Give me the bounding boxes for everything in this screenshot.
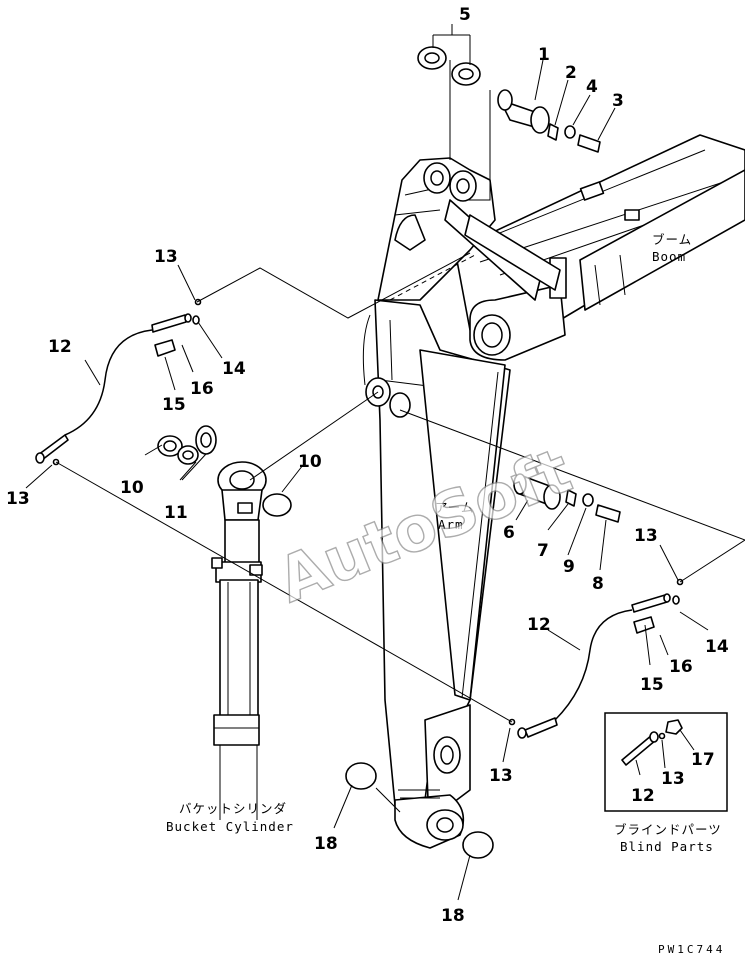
arm xyxy=(362,157,561,849)
callout-17: 17 xyxy=(691,750,715,770)
item-5-washers xyxy=(417,46,481,86)
callout-3: 3 xyxy=(612,91,624,111)
grease-hose-left xyxy=(35,298,202,466)
item-7-ring xyxy=(565,489,577,507)
callout-16a: 16 xyxy=(190,379,214,399)
item-8-bolt xyxy=(595,504,621,523)
callout-11: 11 xyxy=(164,503,188,523)
drawing-code: PW1C744 xyxy=(658,943,725,956)
label-blind-parts-en: Blind Parts xyxy=(620,839,714,854)
label-bucket-cylinder-en: Bucket Cylinder xyxy=(166,819,294,834)
callout-1: 1 xyxy=(538,45,550,65)
label-arm-en: Arm xyxy=(438,517,464,532)
callout-5: 5 xyxy=(459,5,471,25)
hidden-line xyxy=(389,254,476,301)
callout-12a: 12 xyxy=(48,337,72,357)
label-boom-en: Boom xyxy=(652,249,686,264)
callout-14a: 14 xyxy=(222,359,246,379)
callout-8: 8 xyxy=(592,574,604,594)
item-3-bolt xyxy=(577,134,601,153)
callout-10b: 10 xyxy=(298,452,322,472)
item-18-oring-left xyxy=(345,762,377,790)
item-10-washer-right xyxy=(262,493,292,517)
callout-7: 7 xyxy=(537,541,549,561)
callout-14b: 14 xyxy=(705,637,729,657)
callout-13a: 13 xyxy=(154,247,178,267)
label-boom-jp: ブーム xyxy=(652,232,692,247)
callout-18b: 18 xyxy=(441,906,465,926)
callout-13b: 13 xyxy=(6,489,30,509)
label-arm-jp: アーム xyxy=(435,500,474,515)
item-18-oring-right xyxy=(462,831,494,859)
callout-2: 2 xyxy=(565,63,577,83)
callout-numbers: 5 1 2 4 3 13 12 14 16 15 10 11 10 13 6 7… xyxy=(6,5,729,926)
callout-15b: 15 xyxy=(640,675,664,695)
item-1-pin xyxy=(497,89,550,134)
callout-4: 4 xyxy=(586,77,598,97)
leader-lines xyxy=(25,24,745,901)
callout-12b: 12 xyxy=(527,615,551,635)
callout-13c: 13 xyxy=(634,526,658,546)
callout-10a: 10 xyxy=(120,478,144,498)
item-4-washer xyxy=(564,125,576,139)
callout-13e: 13 xyxy=(661,769,685,789)
item-6-pin xyxy=(513,473,561,510)
callout-6: 6 xyxy=(503,523,515,543)
item-9-washer xyxy=(582,493,594,507)
callout-13d: 13 xyxy=(489,766,513,786)
label-bucket-cylinder-jp: バケットシリンダ xyxy=(179,801,287,816)
label-blind-parts-jp: ブラインドパーツ xyxy=(614,822,722,837)
callout-12c: 12 xyxy=(631,786,655,806)
bucket-cylinder xyxy=(211,461,267,820)
callout-18a: 18 xyxy=(314,834,338,854)
item-2-ring xyxy=(547,123,559,141)
item-10-11-washers xyxy=(157,425,217,465)
callout-9: 9 xyxy=(563,557,575,577)
blind-parts-inset xyxy=(604,712,728,812)
callout-16b: 16 xyxy=(669,657,693,677)
callout-15a: 15 xyxy=(162,395,186,415)
component-labels: ブーム Boom アーム Arm バケットシリンダ Bucket Cylinde… xyxy=(166,232,725,956)
